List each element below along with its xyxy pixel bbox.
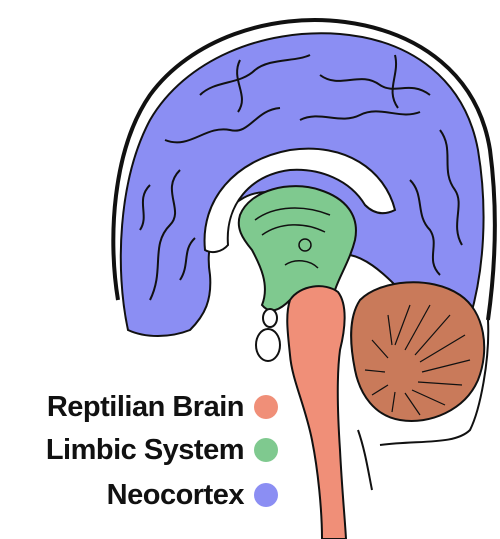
legend-item-limbic: Limbic System <box>46 432 278 468</box>
legend-item-reptilian: Reptilian Brain <box>47 389 278 425</box>
legend-label: Neocortex <box>107 479 244 512</box>
pituitary <box>256 329 280 361</box>
legend-label: Reptilian Brain <box>47 391 244 424</box>
limbic-dot <box>254 438 278 462</box>
reptilian-dot <box>254 395 278 419</box>
optic-chiasm <box>263 309 277 327</box>
legend-label: Limbic System <box>46 434 244 467</box>
neocortex-dot <box>254 483 278 507</box>
reptilian-region <box>287 286 346 539</box>
neck-outline <box>358 430 372 490</box>
legend-item-neocortex: Neocortex <box>107 477 278 513</box>
